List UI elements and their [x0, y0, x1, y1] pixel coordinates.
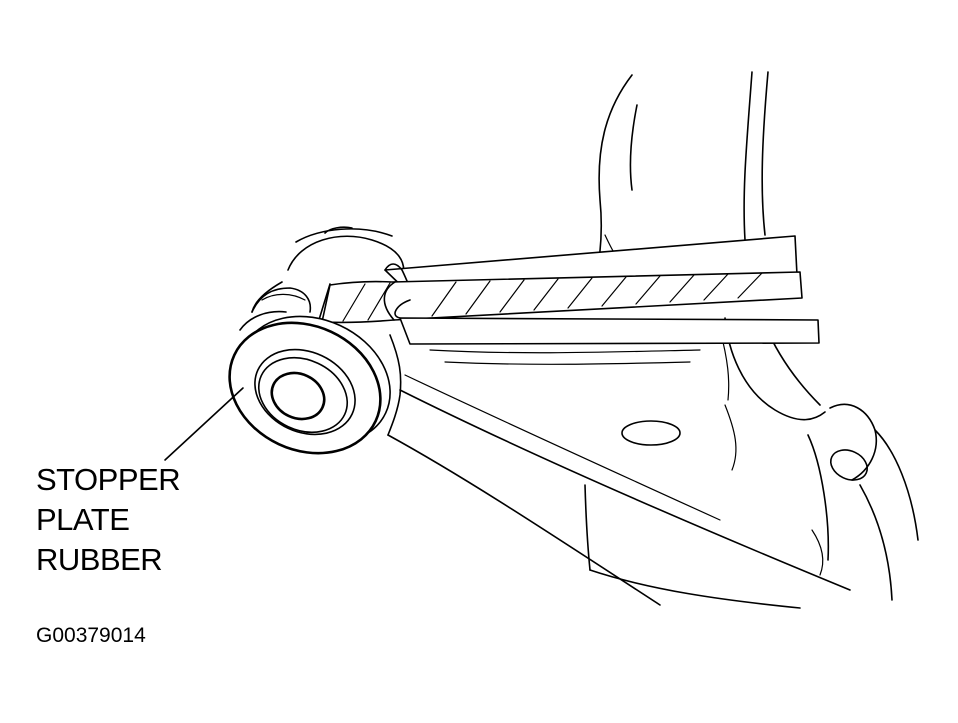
rear-bushing: [251, 226, 405, 313]
figure-id: G00379014: [36, 624, 146, 647]
removal-tool: [317, 235, 820, 345]
tool-hatching: [342, 272, 763, 322]
lower-arm: [387, 334, 869, 609]
stopper-plate-rubber: [228, 310, 391, 455]
label-line-2: PLATE: [36, 502, 130, 537]
label-line-3: RUBBER: [36, 542, 163, 577]
callout-leader-line: [164, 387, 244, 461]
label-line-1: STOPPER: [36, 462, 181, 497]
stopper-plate-rubber-label: STOPPER PLATE RUBBER: [36, 460, 181, 580]
